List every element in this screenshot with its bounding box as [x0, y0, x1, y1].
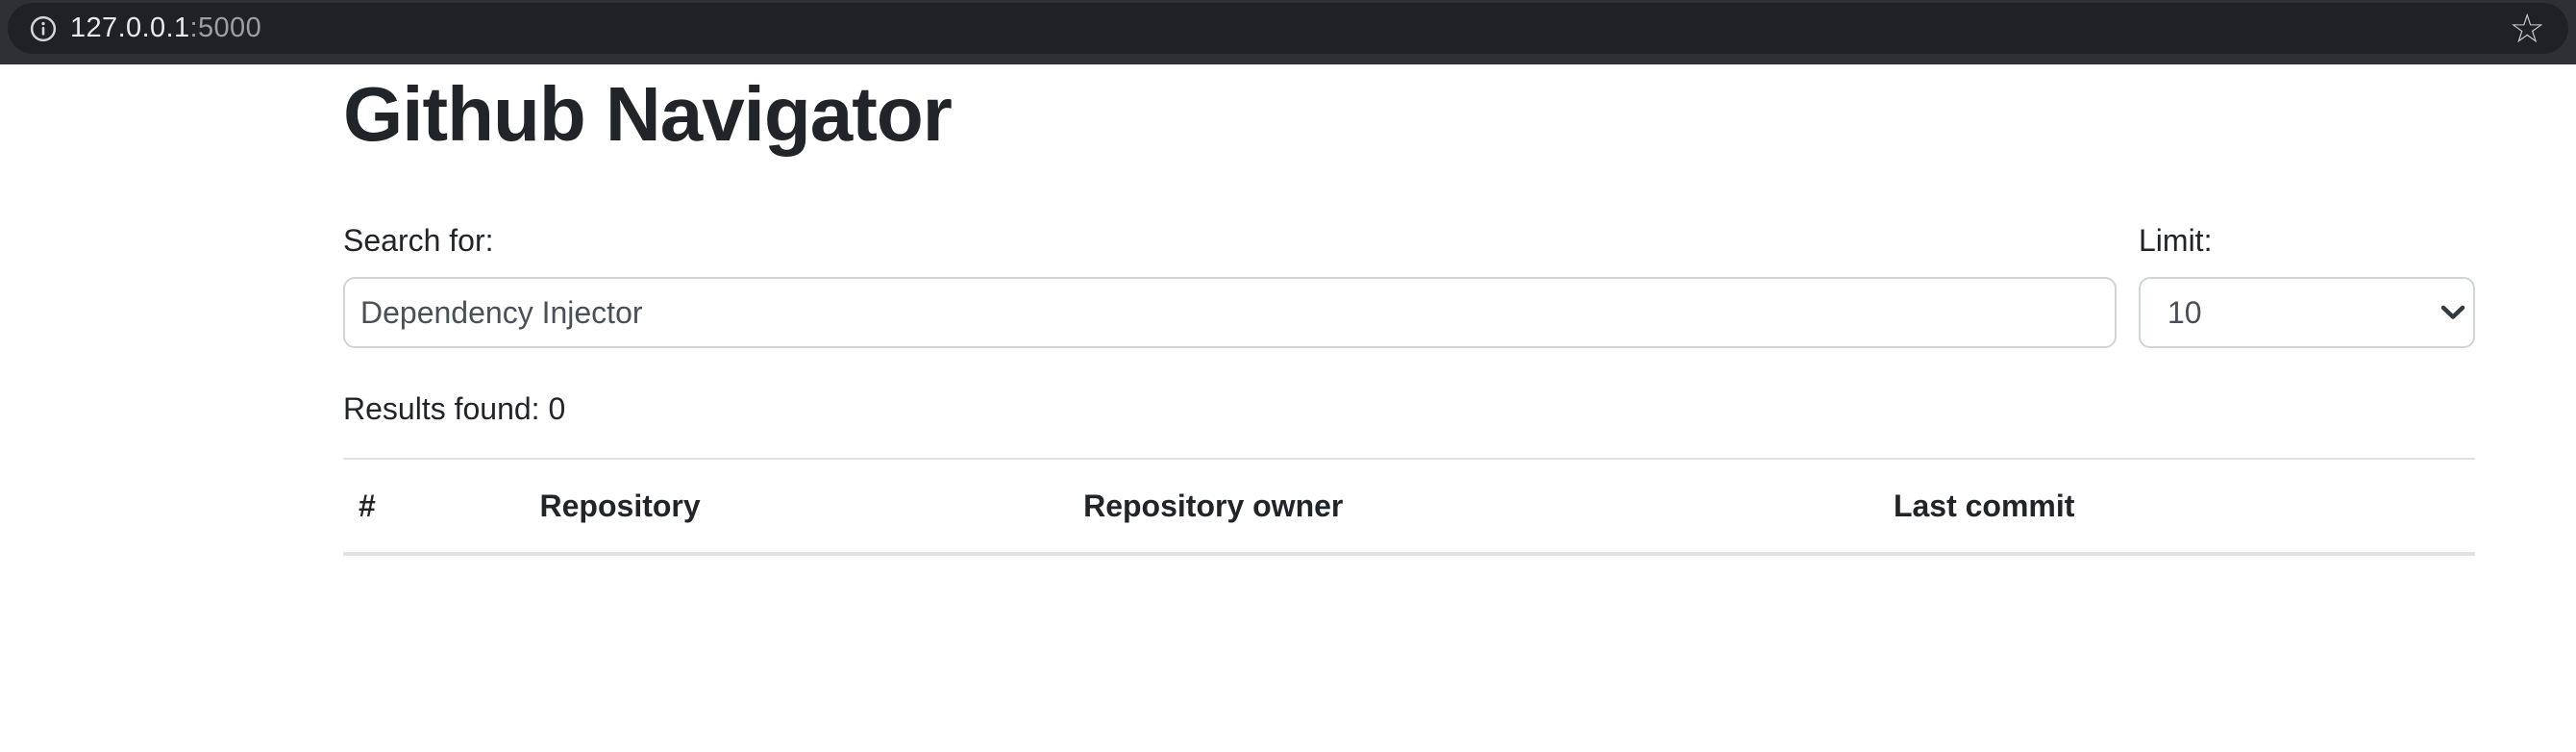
col-header-last-commit: Last commit	[1877, 458, 2475, 556]
results-label: Results found:	[343, 391, 540, 426]
search-label: Search for:	[343, 223, 494, 258]
url-port: :5000	[189, 13, 262, 43]
results-count-value: 0	[548, 391, 566, 426]
search-input[interactable]	[343, 277, 2117, 348]
results-count: Results found: 0	[343, 386, 2475, 432]
address-bar[interactable]: 127.0.0.1:5000 ☆	[8, 3, 2568, 54]
limit-label: Limit:	[2139, 223, 2213, 258]
col-header-repository: Repository	[524, 458, 1069, 556]
limit-select[interactable]: 10	[2139, 277, 2475, 348]
search-column: Search for:	[343, 217, 2117, 348]
table-header-row: # Repository Repository owner Last commi…	[343, 458, 2475, 556]
search-form: Search for: Limit: 10	[343, 217, 2475, 348]
page-content: Github Navigator Search for: Limit: 10 R…	[0, 64, 2576, 556]
url-text: 127.0.0.1:5000	[70, 13, 261, 44]
url-host: 127.0.0.1	[70, 13, 190, 43]
limit-select-wrap: 10	[2139, 277, 2475, 348]
info-icon[interactable]	[29, 14, 58, 43]
results-table: # Repository Repository owner Last commi…	[343, 458, 2475, 556]
page-title: Github Navigator	[343, 71, 953, 157]
col-header-repository-owner: Repository owner	[1068, 458, 1878, 556]
bookmark-star-icon[interactable]: ☆	[2509, 5, 2545, 51]
limit-column: Limit: 10	[2139, 217, 2475, 348]
browser-toolbar: 127.0.0.1:5000 ☆	[0, 0, 2576, 64]
col-header-index: #	[343, 458, 525, 556]
